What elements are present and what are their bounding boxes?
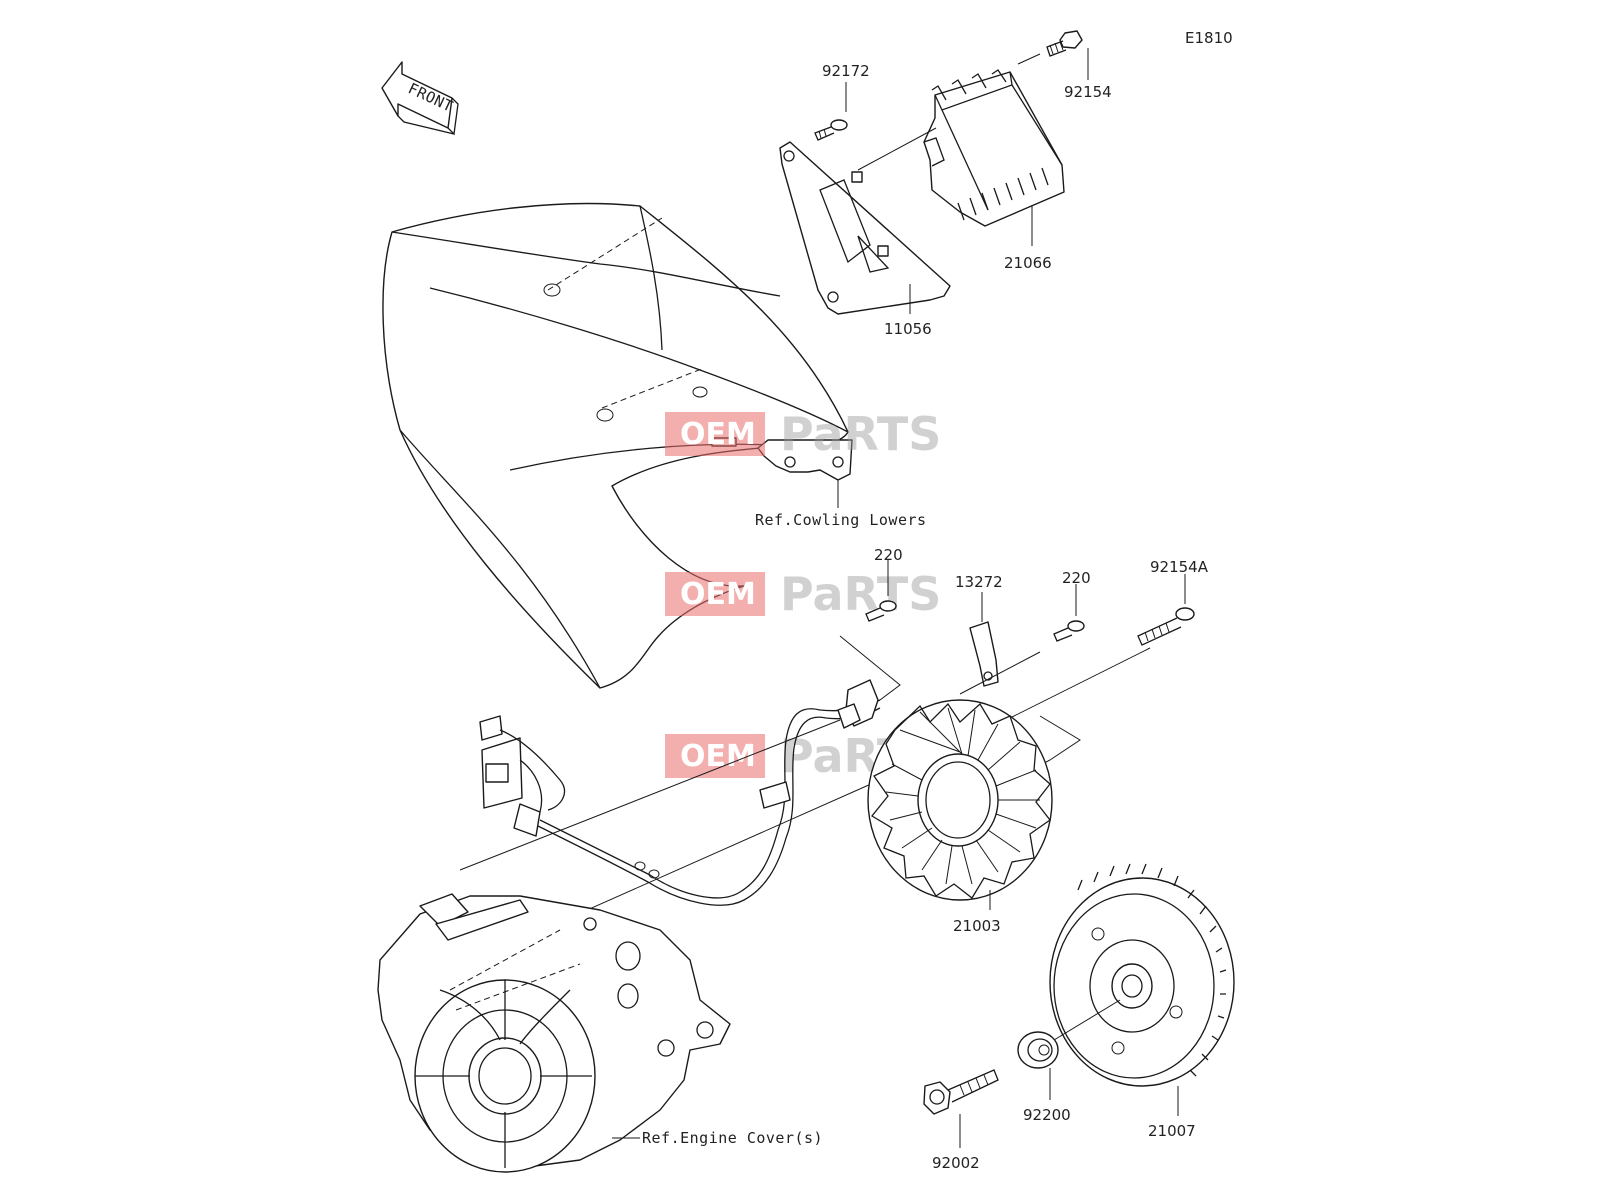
- label-11056: 11056: [884, 320, 932, 338]
- screw-220-right[interactable]: [1053, 620, 1085, 642]
- label-220-right: 220: [1062, 569, 1091, 587]
- regulator-rectifier-21066[interactable]: [923, 69, 1065, 227]
- watermark: OEM PaRTS OEM PaRTS OEM PaRTS: [665, 407, 941, 783]
- bolt-92002[interactable]: [923, 1069, 999, 1115]
- watermark-parts-2: PaRTS: [780, 567, 941, 621]
- diagram-code: E1810: [1185, 29, 1233, 47]
- cowling-lower-ref: [382, 202, 853, 689]
- label-ref-cowling: Ref.Cowling Lowers: [755, 511, 927, 529]
- label-13272: 13272: [955, 573, 1003, 591]
- washer-92200[interactable]: [1017, 1031, 1059, 1069]
- screw-92172[interactable]: [814, 119, 848, 141]
- label-21007: 21007: [1148, 1122, 1196, 1140]
- watermark-oem-3: OEM: [680, 739, 756, 774]
- clamp-13272[interactable]: [969, 621, 999, 687]
- watermark-oem-2: OEM: [680, 577, 756, 612]
- bolt-92154[interactable]: [1046, 30, 1083, 57]
- bolt-92154A[interactable]: [1137, 607, 1195, 646]
- rotor-21007[interactable]: [1049, 863, 1235, 1087]
- watermark-oem: OEM: [680, 417, 756, 452]
- label-220-left: 220: [874, 546, 903, 564]
- label-92154: 92154: [1064, 83, 1112, 101]
- stator-21003[interactable]: [867, 699, 1053, 901]
- label-92200: 92200: [1023, 1106, 1071, 1124]
- label-ref-engine-cover: Ref.Engine Cover(s): [642, 1129, 823, 1147]
- wiring-harness: [479, 679, 881, 906]
- engine-cover-ref: [377, 893, 731, 1173]
- screw-220-left[interactable]: [865, 600, 897, 622]
- watermark-parts: PaRTS: [780, 407, 941, 461]
- label-92172: 92172: [822, 62, 870, 80]
- front-arrow-icon: FRONT: [381, 61, 459, 136]
- label-21003: 21003: [953, 917, 1001, 935]
- label-21066: 21066: [1004, 254, 1052, 272]
- bracket-11056[interactable]: [779, 141, 951, 315]
- label-92002: 92002: [932, 1154, 980, 1172]
- label-92154A: 92154A: [1150, 558, 1209, 576]
